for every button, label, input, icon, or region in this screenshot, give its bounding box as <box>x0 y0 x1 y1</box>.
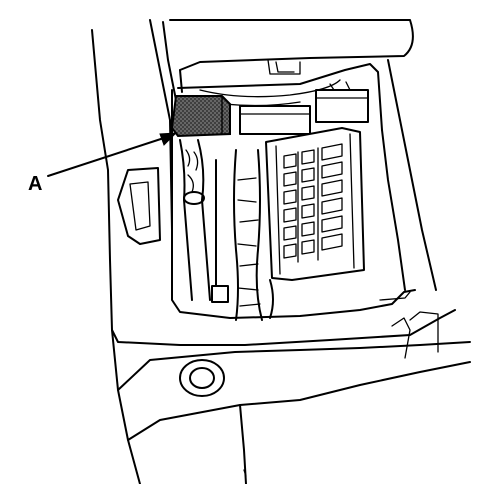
callout-label-a: A <box>28 173 42 195</box>
wiring-harness <box>179 79 341 321</box>
mounting-bolt <box>179 359 225 397</box>
highlighted-component <box>170 95 231 138</box>
fuse-slots-left <box>283 153 297 259</box>
lower-dash-panel <box>111 167 471 484</box>
fuse-slots-middle <box>301 149 315 255</box>
fuse-box-recess <box>171 59 437 319</box>
relay-connectors <box>239 81 369 135</box>
fuse-slots-right <box>321 143 343 251</box>
callout-a-leader <box>47 132 178 177</box>
small-mark <box>243 469 247 477</box>
fuse-box <box>265 127 365 281</box>
